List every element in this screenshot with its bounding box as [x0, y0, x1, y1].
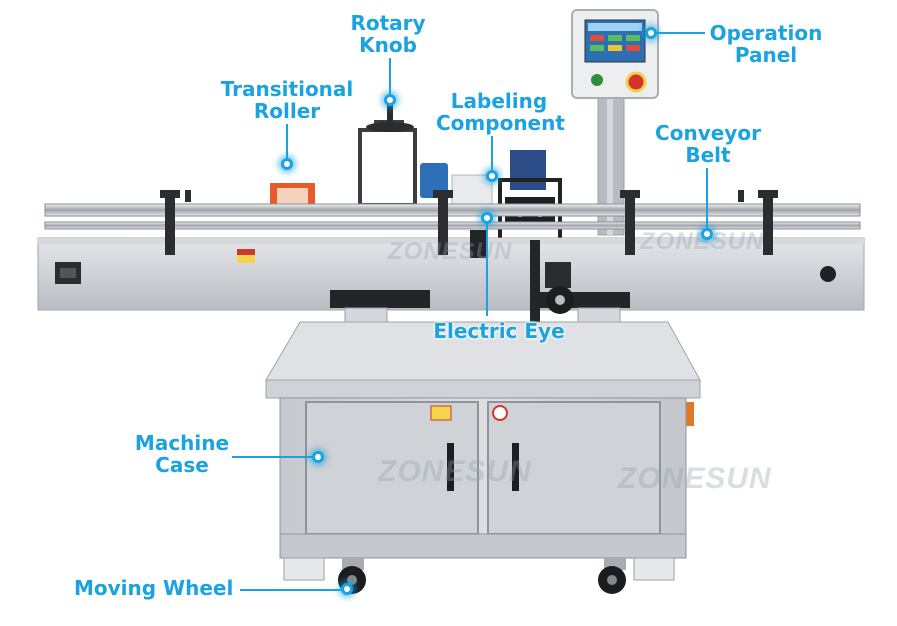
machine-case-label: Machine Case: [134, 431, 230, 477]
moving-wheel-leader: [240, 589, 344, 591]
electric-eye-label: Electric Eye: [433, 319, 565, 343]
operation-panel-label: Operation Panel: [709, 21, 823, 67]
transitional-roller-marker: [281, 158, 293, 170]
moving-wheel-label: Moving Wheel: [74, 576, 234, 600]
operation-panel-marker: [645, 27, 657, 39]
transitional-roller-label: Transitional Roller: [220, 77, 354, 123]
conveyor-belt-marker: [701, 228, 713, 240]
rotary-knob-marker: [384, 94, 396, 106]
machine-case: [279, 397, 687, 559]
operation-panel-assembly: [571, 9, 659, 236]
wheels: [283, 557, 675, 594]
labeling-component-leader: [491, 136, 493, 172]
labeling-component-marker: [486, 170, 498, 182]
electric-eye-leader: [486, 220, 488, 316]
moving-wheel-marker: [341, 583, 353, 595]
table-top: [265, 307, 701, 426]
rotary-knob-label: Rotary Knob: [350, 11, 426, 57]
transitional-roller-leader: [286, 124, 288, 160]
rotary-knob-leader: [389, 58, 391, 96]
conveyor-belt-leader: [706, 168, 708, 230]
machine-case-marker: [312, 451, 324, 463]
conveyor: [37, 190, 865, 311]
watermark-text: ZONESUN: [618, 462, 772, 495]
watermark-text: ZONESUN: [388, 238, 513, 265]
machine-case-leader: [232, 456, 314, 458]
electric-eye-bracket: [330, 230, 630, 335]
labeling-component-label: Labeling Component: [436, 89, 565, 135]
electric-eye-marker: [481, 212, 493, 224]
operation-panel-leader: [657, 32, 705, 34]
watermark-text: ZONESUN: [378, 455, 532, 488]
conveyor-belt-label: Conveyor Belt: [655, 121, 761, 167]
